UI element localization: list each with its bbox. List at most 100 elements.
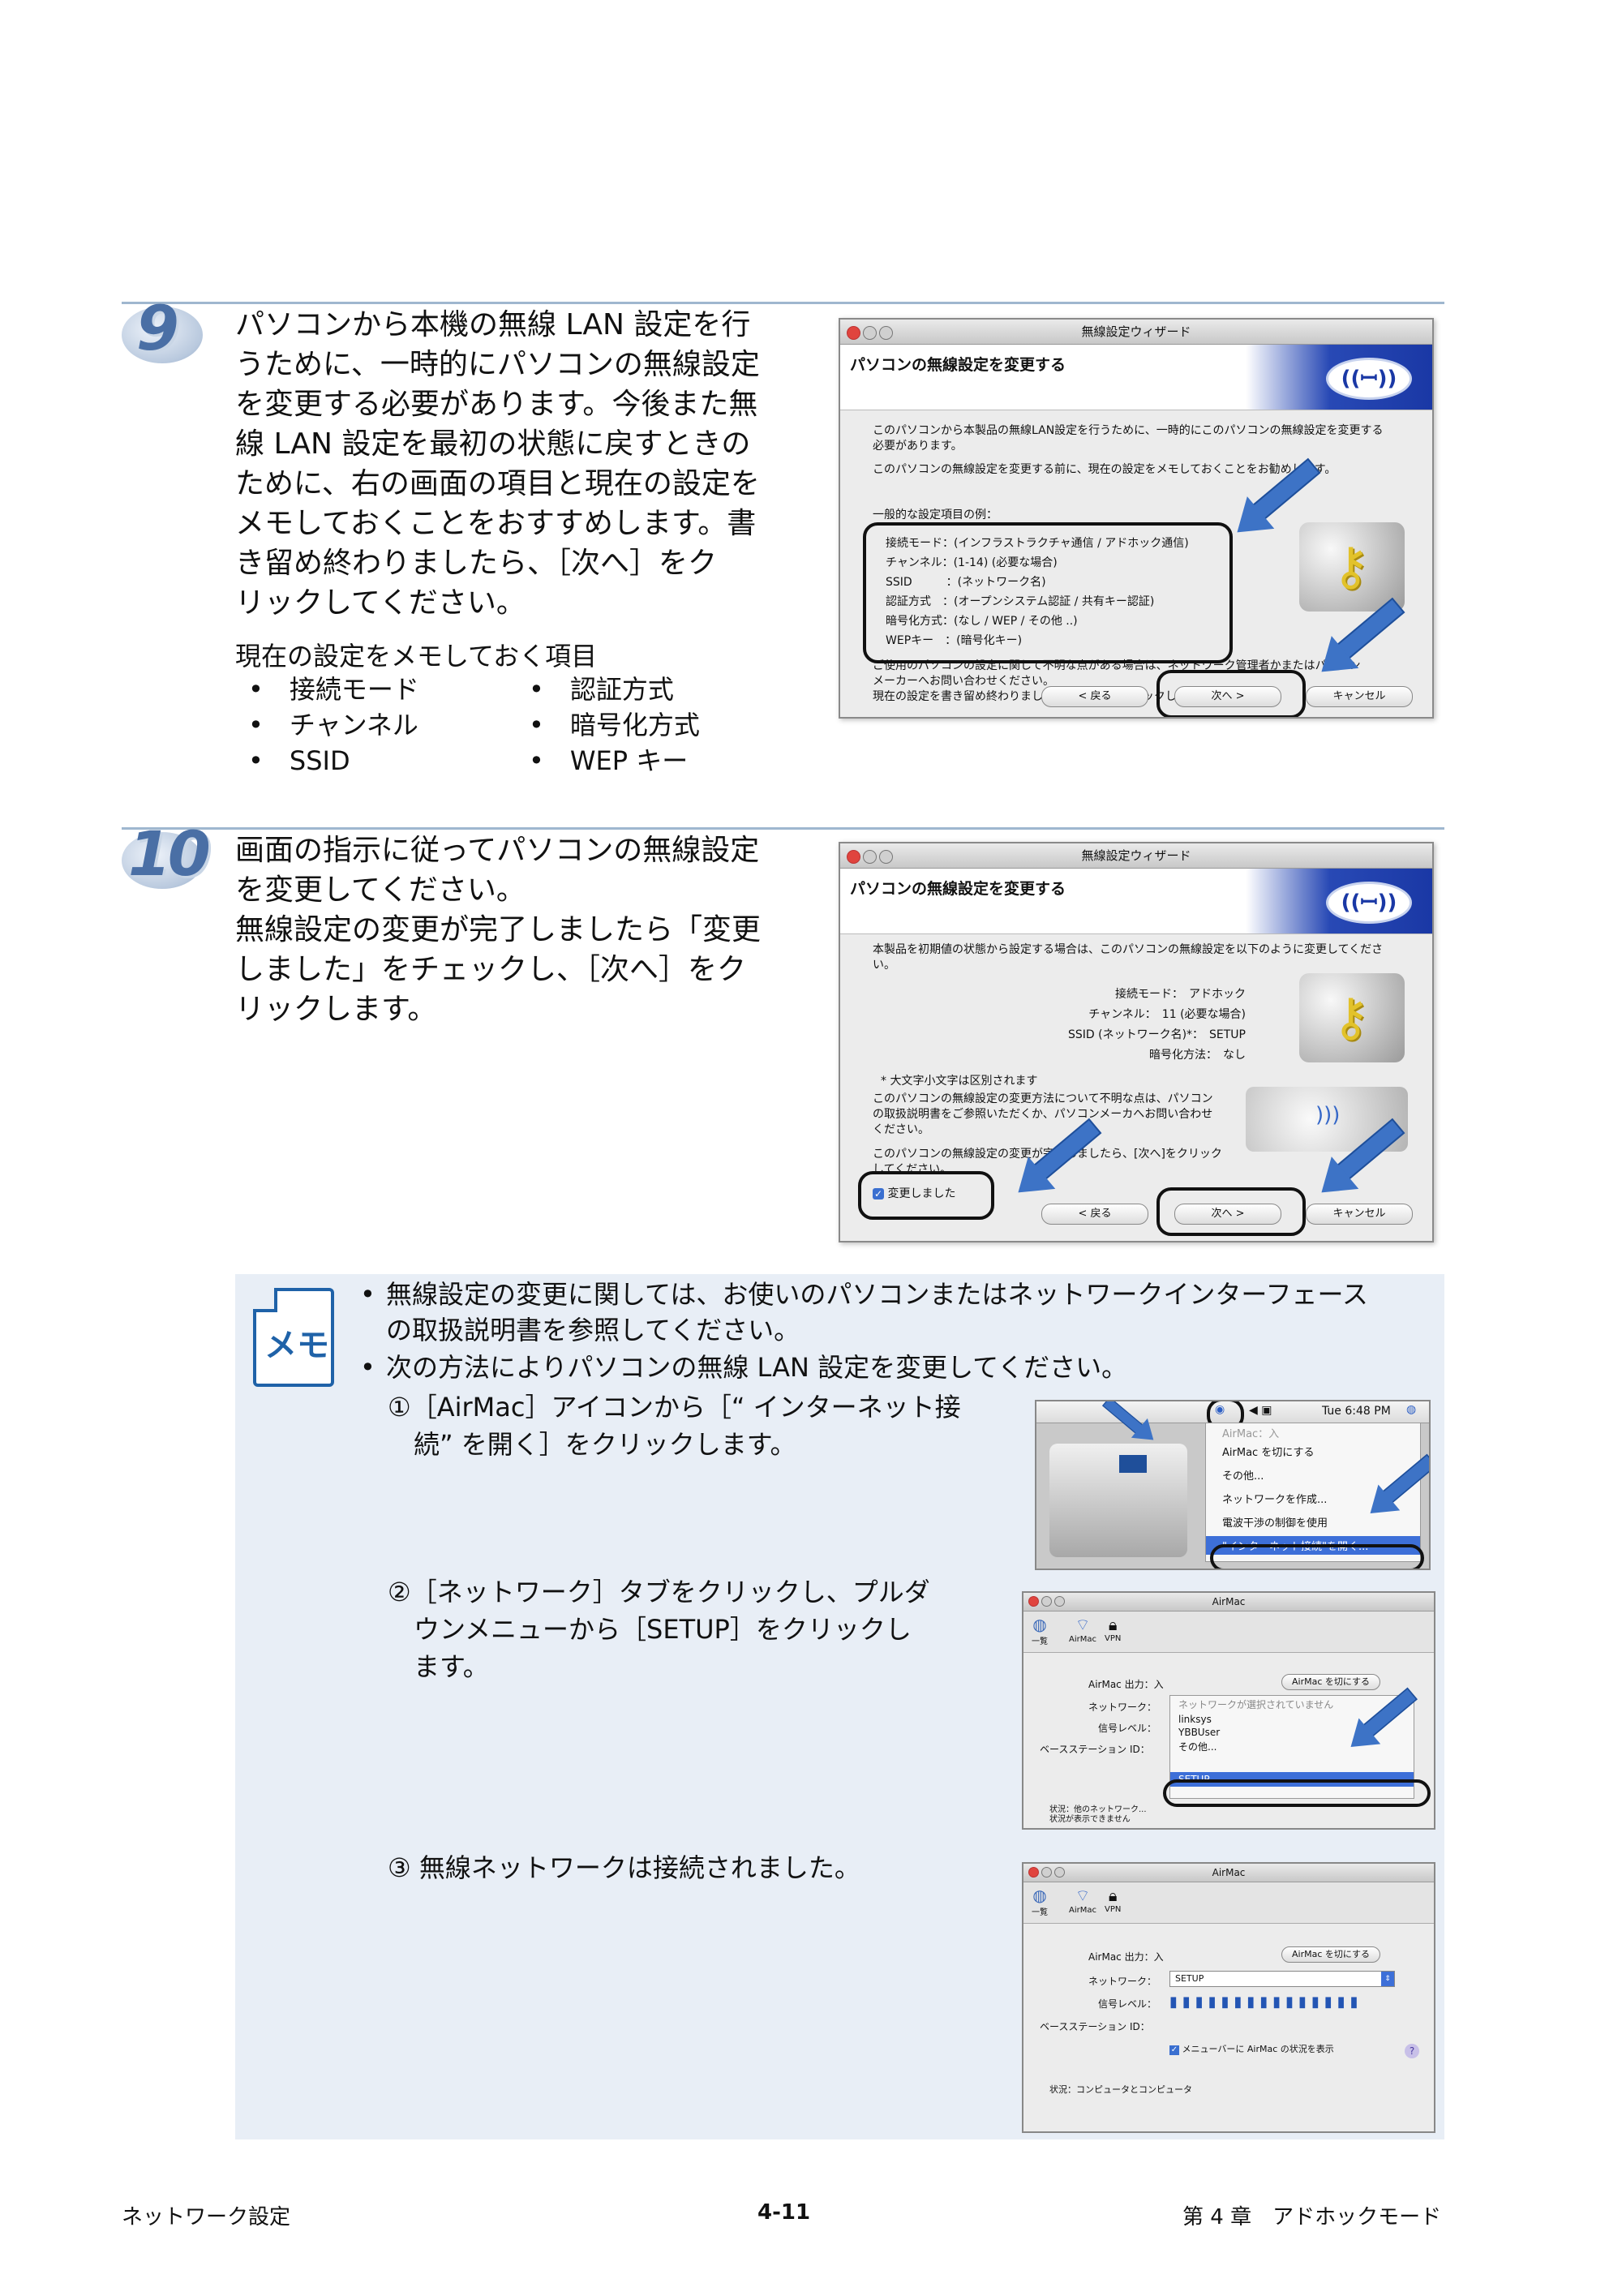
step10-number: 10 xyxy=(128,818,211,890)
memo-icon-label: メモ xyxy=(264,1327,329,1364)
cancel-button[interactable]: キャンセル xyxy=(1306,686,1413,707)
wizard-note: * 大文字小文字は区別されます xyxy=(881,1075,1038,1088)
wizard-para2: このパソコンの無線設定を変更する前に、現在の設定をメモしておくことをお勧めします… xyxy=(873,463,1337,476)
step9-text: パソコンから本機の無線 LAN 設定を行 うために、一時的にパソコンの無線設定 … xyxy=(235,308,760,620)
window-titlebar: AirMac xyxy=(1023,1864,1434,1882)
checkbox-label: 変更しました xyxy=(887,1187,956,1200)
back-button[interactable]: < 戻る xyxy=(1041,686,1148,707)
menu-item[interactable]: ネットワークを作成... xyxy=(1222,1494,1328,1506)
zoom-button[interactable] xyxy=(879,326,893,340)
airmac-off-button[interactable]: AirMac を切にする xyxy=(1281,1946,1380,1963)
list-item: • チャンネル xyxy=(248,710,418,740)
step10-text: 画面の指示に従ってパソコンの無線設定 を変更してください。 無線設定の変更が完了… xyxy=(235,834,762,1026)
airmac-tab[interactable]: ⌔AirMac xyxy=(1069,1886,1096,1915)
dropdown-option[interactable]: ネットワークが選択されていません xyxy=(1178,1699,1334,1710)
vpn-tab[interactable]: 🔒︎VPN xyxy=(1105,1886,1122,1914)
minimize-button[interactable] xyxy=(863,850,877,864)
next-button-ring xyxy=(1156,1187,1306,1236)
window-title: 無線設定ウィザード xyxy=(1081,324,1191,339)
wizard-header: パソコンの無線設定を変更する ((ꟷ)) xyxy=(840,345,1432,410)
memo-bullet2: • 次の方法によりパソコンの無線 LAN 設定を変更してください。 xyxy=(360,1352,1128,1383)
network-label: ネットワーク： xyxy=(1088,1976,1157,1987)
menu-item[interactable]: 電波干渉の制御を使用 xyxy=(1222,1517,1328,1530)
toolbar: ◍一覧 ⌔AirMac 🔒︎VPN xyxy=(1023,1611,1434,1653)
key-icon: ⚷ xyxy=(1299,973,1405,1062)
menubar-time: Tue 6:48 PM xyxy=(1322,1405,1391,1418)
power-label: AirMac 出力：入 xyxy=(1088,1679,1164,1690)
spotlight-icon[interactable]: ◍ xyxy=(1406,1403,1417,1416)
memo-sub2: ②［ネットワーク］タブをクリックし、プルダ ウンメニューから［SETUP］をクリ… xyxy=(388,1577,930,1682)
vpn-tab[interactable]: 🔒︎VPN xyxy=(1105,1615,1122,1643)
wireless-logo-icon: ((ꟷ)) xyxy=(1326,882,1412,924)
menu-item[interactable]: その他... xyxy=(1222,1470,1264,1483)
list-item: • 暗号化方式 xyxy=(529,710,700,740)
status-text: 状況：コンピュータとコンピュータ xyxy=(1049,2084,1192,2095)
next-button[interactable]: 次へ > xyxy=(1174,686,1281,707)
airmac-menu-screenshot: ◉ ◀ ▣ Tue 6:48 PM ◍ AirMac：入 AirMac を切にす… xyxy=(1035,1400,1431,1570)
key-icon: ⚷ xyxy=(1299,522,1405,612)
lock-icon: 🔒︎ xyxy=(1108,1615,1118,1634)
list-item: • 接続モード xyxy=(248,674,419,705)
summary-tab[interactable]: ◍一覧 xyxy=(1032,1886,1048,1917)
changed-checkbox[interactable]: ✓ 変更しました xyxy=(873,1185,955,1201)
close-button[interactable] xyxy=(1028,1867,1039,1878)
airmac-tab[interactable]: ⌔AirMac xyxy=(1069,1615,1096,1644)
network-select[interactable]: SETUP ⇕ xyxy=(1169,1971,1395,1987)
lock-icon: 🔒︎ xyxy=(1108,1886,1118,1905)
next-button-ring xyxy=(1156,670,1306,717)
footer-right: 第 4 章 アドホックモード xyxy=(1182,2205,1442,2229)
step10-rule xyxy=(122,827,1444,830)
computer-image xyxy=(1049,1444,1187,1557)
close-button[interactable] xyxy=(1028,1596,1039,1607)
dropdown-option[interactable]: YBBUser xyxy=(1178,1727,1221,1738)
memo-icon: メモ xyxy=(253,1288,334,1387)
cancel-button[interactable]: キャンセル xyxy=(1306,1204,1413,1225)
window-title: AirMac xyxy=(1212,1596,1246,1607)
power-label: AirMac 出力：入 xyxy=(1088,1951,1164,1963)
step9-badge xyxy=(122,307,203,363)
menu-item: AirMac：入 xyxy=(1222,1428,1280,1440)
memo-sub3: ③ 無線ネットワークは接続されました。 xyxy=(388,1852,860,1883)
base-station-label: ベースステーション ID： xyxy=(1040,2021,1150,2032)
minimize-button[interactable] xyxy=(1041,1596,1052,1607)
open-connection-ring xyxy=(1210,1544,1424,1569)
select-arrows-icon: ⇕ xyxy=(1381,1972,1394,1986)
zoom-button[interactable] xyxy=(1054,1867,1065,1878)
dropdown-option[interactable]: その他... xyxy=(1178,1741,1217,1753)
airmac-off-button[interactable]: AirMac を切にする xyxy=(1281,1674,1380,1690)
window-title: AirMac xyxy=(1212,1867,1246,1878)
network-select-value: SETUP xyxy=(1175,1973,1204,1984)
dropdown-option[interactable]: linksys xyxy=(1178,1714,1212,1725)
checkbox-checked-icon[interactable]: ✓ xyxy=(873,1188,884,1199)
back-button[interactable]: < 戻る xyxy=(1041,1204,1148,1225)
wifi-icon: ⌔ xyxy=(1075,1615,1091,1634)
window-title: 無線設定ウィザード xyxy=(1081,848,1191,863)
close-button[interactable] xyxy=(847,850,860,864)
zoom-button[interactable] xyxy=(879,850,893,864)
airmac-menu: AirMac：入 AirMac を切にする その他... ネットワークを作成..… xyxy=(1205,1423,1421,1562)
step10-badge xyxy=(122,832,203,889)
minimize-button[interactable] xyxy=(863,326,877,340)
wizard-example-label: 一般的な設定項目の例： xyxy=(873,509,998,521)
wireless-logo-icon: ((ꟷ)) xyxy=(1326,358,1412,400)
list-item: • SSID xyxy=(248,745,350,776)
zoom-button[interactable] xyxy=(1054,1596,1065,1607)
close-button[interactable] xyxy=(847,326,860,340)
list-item: • 認証方式 xyxy=(529,674,674,705)
checkbox-checked-icon[interactable]: ✓ xyxy=(1169,2045,1179,2055)
menu-item[interactable]: AirMac を切にする xyxy=(1222,1447,1315,1459)
volume-icon[interactable]: ◀ ▣ xyxy=(1249,1404,1272,1417)
show-status-checkbox[interactable]: ✓ メニューバーに AirMac の状況を表示 xyxy=(1169,2044,1334,2055)
summary-tab[interactable]: ◍一覧 xyxy=(1032,1615,1048,1646)
network-label: ネットワーク： xyxy=(1088,1702,1157,1713)
memo-sub1: ①［AirMac］アイコンから［“ インターネット接 続” を開く］をクリックし… xyxy=(388,1392,961,1460)
wizard-para2: このパソコンの無線設定の変更方法について不明な点は、パソコン の取扱説明書をご参… xyxy=(873,1092,1213,1136)
next-button[interactable]: 次へ > xyxy=(1174,1204,1281,1225)
wizard-settings-list: 接続モード： アドホック チャンネル： 11 (必要な場合) SSID (ネット… xyxy=(1067,988,1246,1062)
minimize-button[interactable] xyxy=(1041,1867,1052,1878)
wizard-para1: 本製品を初期値の状態から設定する場合は、このパソコンの無線設定を以下のように変更… xyxy=(873,943,1384,972)
help-icon[interactable]: ? xyxy=(1405,2044,1419,2058)
window-titlebar: AirMac xyxy=(1023,1593,1434,1611)
step9-memo-heading: 現在の設定をメモしておく項目 xyxy=(235,641,598,672)
step9-number: 9 xyxy=(136,292,179,364)
